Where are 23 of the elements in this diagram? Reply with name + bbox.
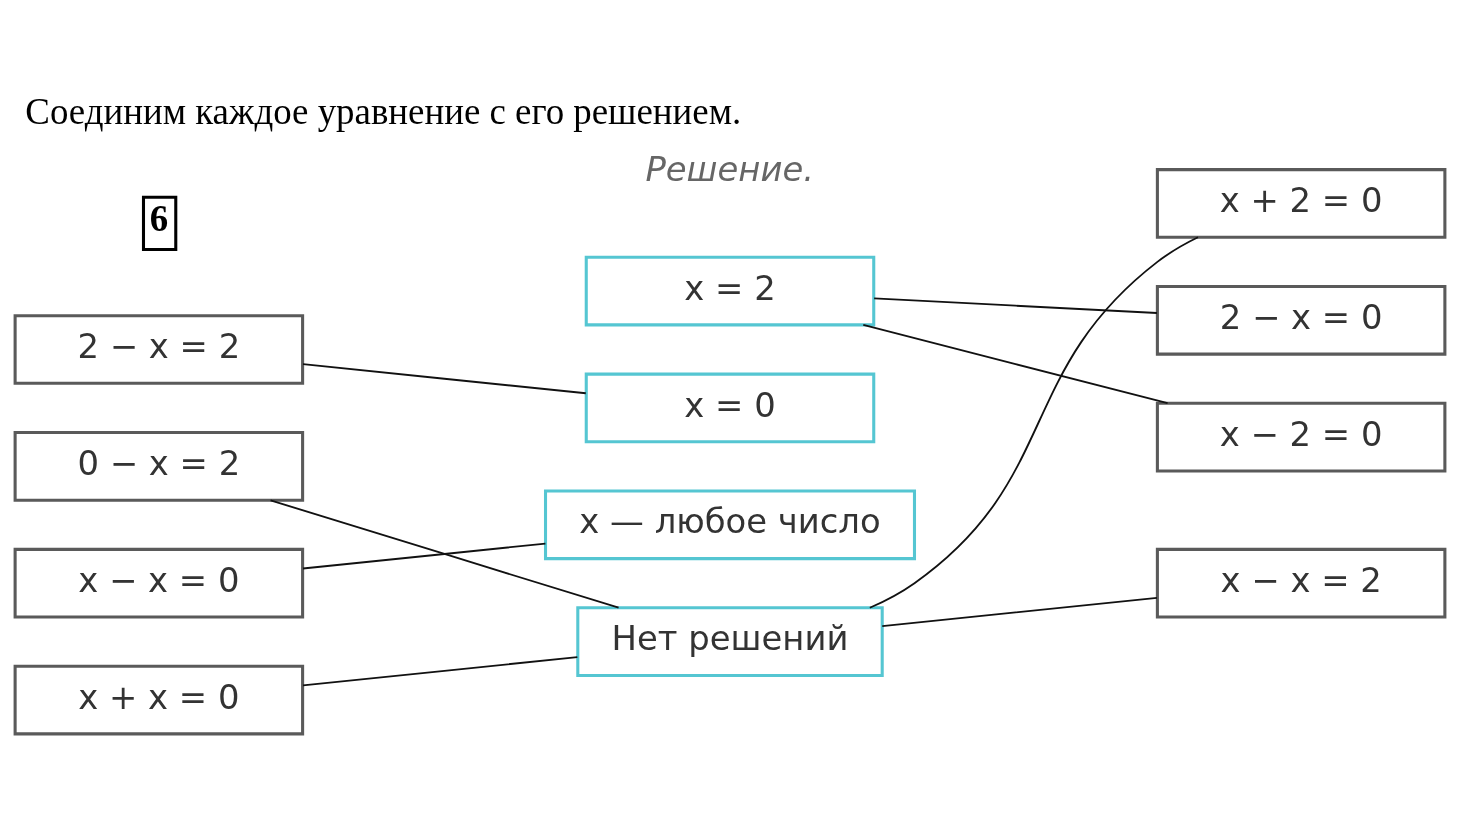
connector (868, 235, 1199, 609)
connector (862, 323, 1169, 404)
node-box: x − x = 2 (1155, 547, 1447, 619)
node-box: 0 − x = 2 (13, 430, 305, 502)
node-box: x + 2 = 0 (1155, 167, 1447, 239)
node-box: 2 − x = 0 (1155, 284, 1447, 356)
connector (873, 297, 1158, 314)
node-box: x + x = 0 (13, 664, 305, 735)
node-box: 2 − x = 2 (13, 313, 305, 385)
node-box: x = 2 (584, 255, 876, 326)
node-box: x − x = 0 (13, 547, 305, 619)
connector (302, 655, 579, 686)
node-box: x − 2 = 0 (1155, 401, 1447, 472)
node-box: x — любое число (543, 488, 917, 560)
connector (302, 362, 587, 394)
node-box: Нет решений (576, 605, 884, 677)
connector (269, 498, 620, 609)
connector (302, 542, 547, 569)
diagram-title: Соединим каждое уравнение с его решением. (25, 90, 742, 132)
connector (881, 596, 1158, 627)
node-box: x = 0 (584, 372, 876, 443)
label: 6 (149, 197, 169, 239)
label: Решение. (645, 149, 815, 189)
